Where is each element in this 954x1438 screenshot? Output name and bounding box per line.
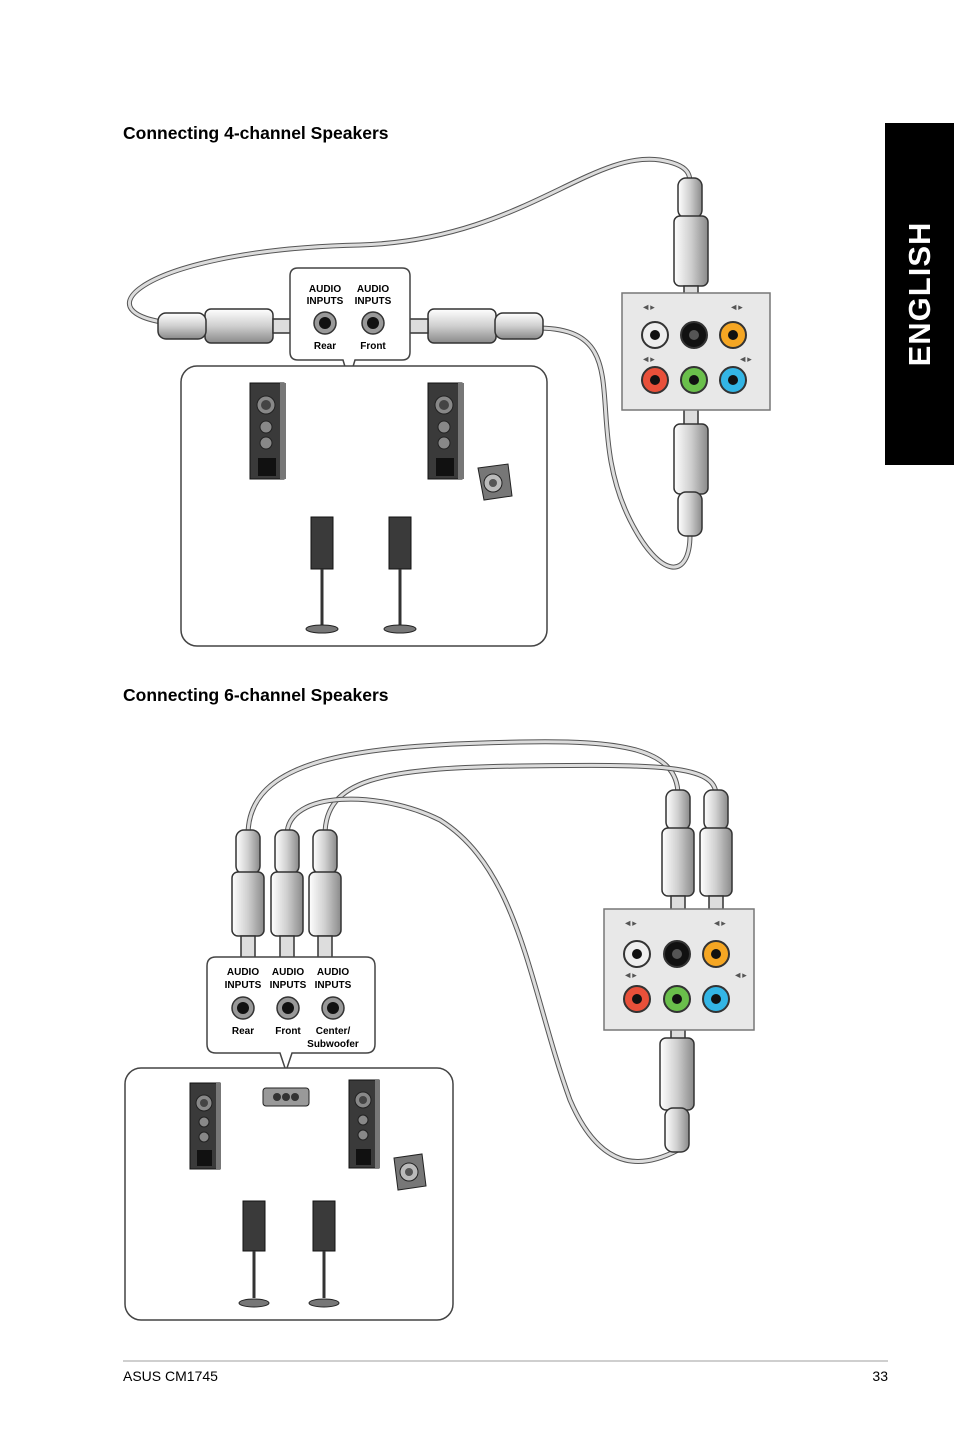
line-in-icon: ◄▸ xyxy=(641,302,655,312)
tower-speaker-left xyxy=(189,1082,221,1170)
audio-plug-center xyxy=(308,829,342,961)
footer-model: ASUS CM1745 xyxy=(123,1368,218,1384)
line-in-blue-icon: ◄▸ xyxy=(738,354,752,364)
line-in-icon: ◄▸ xyxy=(623,918,637,928)
audio-plug-top xyxy=(673,177,709,313)
diagram-6-channel: AUDIO INPUTS AUDIO INPUTS AUDIO INPUTS R… xyxy=(124,739,755,1321)
cables xyxy=(245,739,719,1164)
audio-port-panel: ◄▸ ◄▸ ◄▸ ◄▸ xyxy=(603,908,755,1031)
section-heading-6-channel: Connecting 6-channel Speakers xyxy=(123,685,389,705)
input-label-line1: AUDIO xyxy=(357,284,389,295)
audio-plug-rear xyxy=(231,829,265,961)
footer-page-number: 33 xyxy=(872,1368,888,1384)
input-label-line1: AUDIO xyxy=(272,967,304,978)
input-label-line2: INPUTS xyxy=(225,980,262,991)
mic-icon: ◄▸ xyxy=(641,354,655,364)
input-label-line2: INPUTS xyxy=(315,980,352,991)
input-caption-rear: Rear xyxy=(232,1026,254,1037)
satellite-speaker-left xyxy=(305,516,339,634)
audio-plug-panel-left xyxy=(661,789,695,921)
input-caption-rear: Rear xyxy=(314,341,336,352)
input-label-line2: INPUTS xyxy=(270,980,307,991)
tower-speaker-right xyxy=(348,1079,380,1169)
line-in-blue-icon: ◄▸ xyxy=(733,970,747,980)
input-label-line2: INPUTS xyxy=(355,296,392,307)
input-caption-front: Front xyxy=(275,1026,301,1037)
center-speaker xyxy=(262,1087,310,1107)
rear-out-icon: ◄▸ xyxy=(729,302,743,312)
audio-port-panel: ◄▸ ◄▸ ◄▸ ◄▸ xyxy=(621,292,771,411)
input-caption-front: Front xyxy=(360,341,386,352)
mic-icon: ◄▸ xyxy=(623,970,637,980)
audio-plug-bottom xyxy=(673,399,709,537)
subwoofer xyxy=(393,1153,427,1191)
satellite-speaker-right xyxy=(383,516,417,634)
input-label-line1: AUDIO xyxy=(227,967,259,978)
tower-speaker-left xyxy=(249,382,286,480)
input-label-line2: INPUTS xyxy=(307,296,344,307)
speaker-set-box xyxy=(180,365,548,647)
satellite-speaker-left xyxy=(238,1200,270,1308)
rear-out-icon: ◄▸ xyxy=(712,918,726,928)
language-tab: ENGLISH xyxy=(885,123,954,465)
diagram-4-channel: AUDIO INPUTS AUDIO INPUTS Rear Front xyxy=(126,156,771,647)
speaker-input-panel: AUDIO INPUTS AUDIO INPUTS Rear Front xyxy=(289,267,411,383)
audio-plug-panel-bottom xyxy=(659,1013,695,1153)
satellite-speaker-right xyxy=(308,1200,340,1308)
footer-divider xyxy=(123,1360,888,1362)
audio-plug-panel-right xyxy=(699,789,733,921)
input-label-line1: AUDIO xyxy=(309,284,341,295)
audio-plug-right xyxy=(401,308,544,344)
input-caption-subwoofer: Subwoofer xyxy=(307,1039,359,1050)
subwoofer xyxy=(477,463,513,501)
input-caption-center: Center/ xyxy=(316,1026,351,1037)
speaker-input-panel: AUDIO INPUTS AUDIO INPUTS AUDIO INPUTS R… xyxy=(206,956,376,1074)
section-heading-4-channel: Connecting 4-channel Speakers xyxy=(123,123,389,143)
audio-plug-left xyxy=(157,308,300,344)
input-label-line1: AUDIO xyxy=(317,967,349,978)
audio-plug-front xyxy=(270,829,304,961)
tower-speaker-right xyxy=(427,382,464,480)
